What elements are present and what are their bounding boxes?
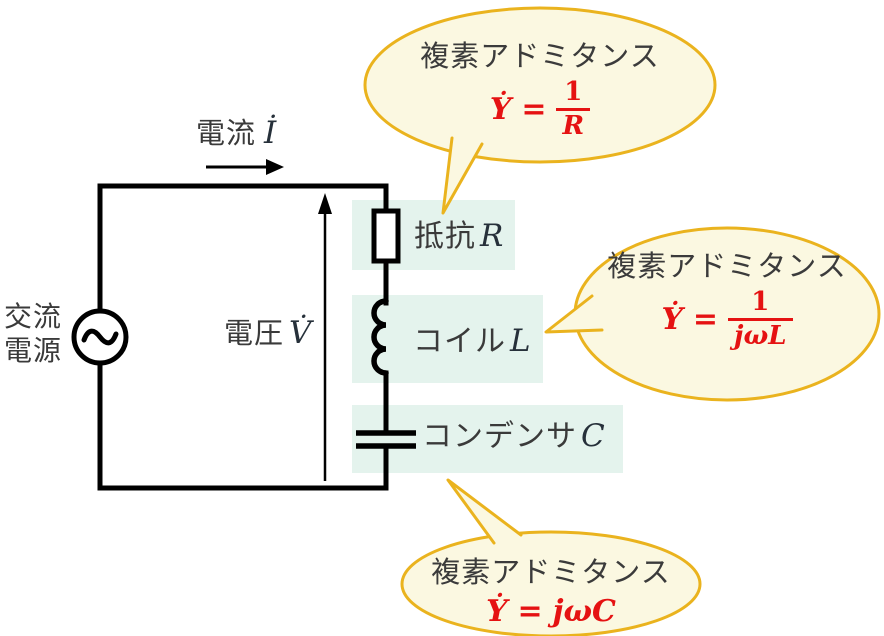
current-label-text: 電流 [196, 118, 257, 150]
bubble-capacitor-admittance [400, 478, 702, 636]
formula-lhs: Ẏ [489, 92, 512, 128]
resistor-label: 抵抗 R [414, 219, 503, 253]
voltage-arrow [318, 193, 332, 481]
bubble-inductor-formula: Ẏ = 1 jωL [576, 287, 878, 352]
bubble-inductor-admittance [544, 226, 881, 402]
fraction-denominator: jωL [728, 317, 793, 352]
capacitor-highlight-box [352, 405, 623, 473]
inductor-symbol [371, 298, 389, 376]
current-label: 電流 İ [196, 116, 276, 151]
capacitor-label: コンデンサ C [422, 419, 605, 453]
voltage-symbol: V̇ [289, 315, 312, 351]
resistor-symbol-letter: R [480, 218, 504, 254]
current-arrow [206, 159, 284, 175]
fraction-numerator: 1 [751, 287, 770, 317]
voltage-label-text: 電圧 [224, 318, 285, 350]
inductor-label-text: コイル [413, 325, 506, 358]
sine-wave-icon [81, 328, 119, 346]
fraction-numerator: 1 [564, 77, 583, 107]
bubble-resistor-content: 複素アドミタンス Ẏ = 1 R [366, 33, 714, 142]
ac-source-label-line1: 交流 [3, 301, 62, 332]
formula-lhs: Ẏ [661, 302, 683, 338]
formula-fraction: 1 R [556, 77, 591, 142]
resistor-label-text: 抵抗 [414, 220, 476, 253]
bubble-tail [441, 136, 484, 215]
capacitor-symbol-letter: C [581, 418, 605, 454]
formula-lhs: Ẏ [486, 594, 508, 629]
resistor-symbol [371, 208, 401, 264]
current-symbol: İ [264, 115, 277, 151]
formula-rhs: jωC [552, 594, 616, 629]
bubble-capacitor-title: 複素アドミタンス [431, 557, 671, 589]
capacitor-symbol [356, 430, 416, 449]
ac-source-label: 交流 電源 [0, 300, 66, 368]
formula-fraction: 1 jωL [728, 287, 793, 352]
bubble-resistor-title: 複素アドミタンス [420, 41, 660, 73]
inductor-label: コイル L [413, 324, 531, 358]
formula-equals: = [692, 302, 719, 338]
circuit-wires [97, 183, 389, 491]
voltage-label: 電圧 V̇ [224, 316, 311, 351]
bubble-tail [446, 478, 523, 545]
capacitor-label-text: コンデンサ [422, 420, 577, 453]
bubble-tail [544, 294, 604, 334]
ac-source-label-line2: 電源 [3, 335, 62, 366]
formula-equals: = [521, 92, 547, 128]
bubble-inductor-title: 複素アドミタンス [607, 251, 847, 283]
inductor-highlight-box [352, 295, 543, 383]
inductor-symbol-letter: L [510, 323, 531, 359]
fraction-denominator: R [556, 107, 591, 142]
formula-equals: = [517, 594, 543, 629]
bubble-resistor-formula: Ẏ = 1 R [366, 77, 714, 142]
bubble-inductor-content: 複素アドミタンス Ẏ = 1 jωL [576, 243, 878, 352]
bubble-resistor-admittance [363, 6, 717, 215]
ac-source-symbol [71, 308, 129, 366]
bubble-capacitor-content: 複素アドミタンス Ẏ = jωC [403, 549, 699, 629]
bubble-capacitor-formula: Ẏ = jωC [403, 594, 699, 629]
